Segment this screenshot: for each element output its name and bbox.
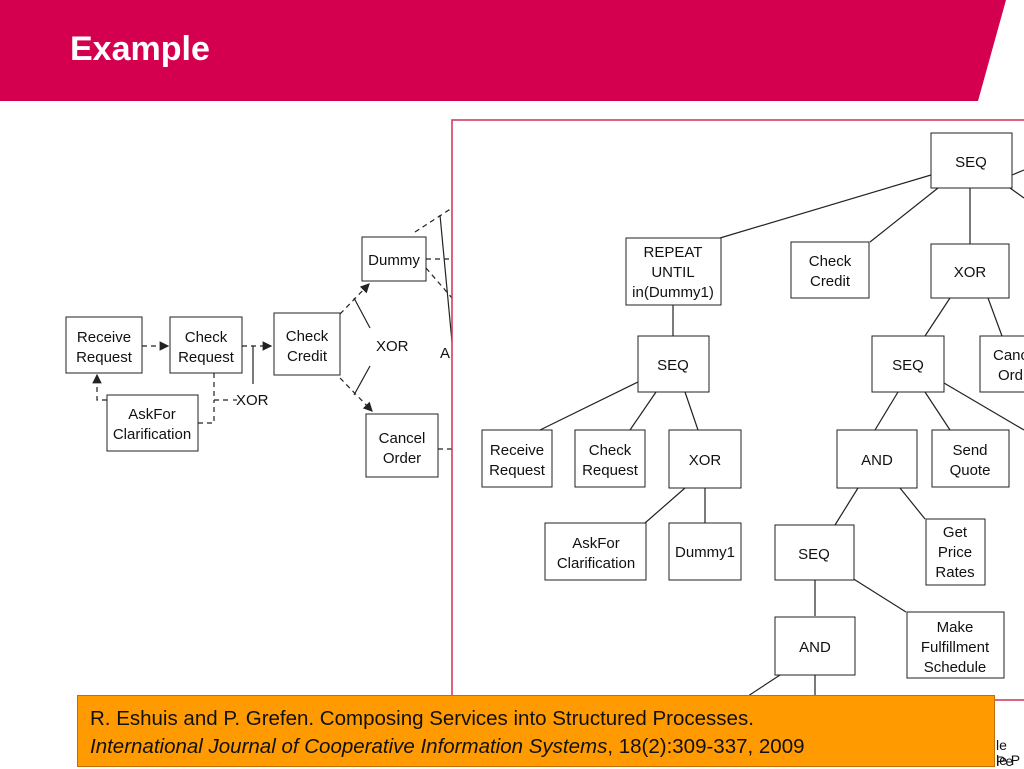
edge-askfor-receive	[92, 373, 107, 401]
tree-node-xor-left: XOR	[668, 429, 742, 489]
edge-dummy-up	[414, 207, 453, 233]
node-askfor-clarification: AskFor Clarification	[106, 394, 199, 452]
node-label: Order	[383, 450, 421, 467]
background-fragment: le P	[996, 752, 1021, 768]
node-label: XOR	[954, 264, 987, 281]
background-fragment: le Pe	[996, 737, 1014, 769]
citation-journal: International Journal of Cooperative Inf…	[90, 735, 608, 758]
node-label: AND	[799, 639, 831, 656]
node-label: Receive	[77, 329, 131, 346]
tree-node-seq-root: SEQ	[930, 132, 1013, 189]
xor-bottom-tick	[353, 365, 371, 396]
node-label: UNTIL	[651, 264, 694, 281]
node-label: Check	[185, 329, 228, 346]
node-label: in(Dummy1)	[632, 284, 714, 301]
tree-node-askfor-clarification: AskFor Clarification	[544, 522, 647, 581]
node-label: Rates	[935, 564, 974, 581]
node-label: Ord	[998, 367, 1023, 384]
tree-panel: SEQ REPEAT UNTIL in(Dummy1) Check Credit…	[451, 119, 1024, 701]
edge-checkrequest-xor	[213, 373, 232, 401]
tree-node-receive-request: Receive Request	[481, 429, 553, 488]
node-label: AND	[861, 452, 893, 469]
tree-node-dummy1: Dummy1	[668, 522, 742, 581]
xor-top-tick	[353, 297, 371, 329]
tree-node-check-credit: Check Credit	[790, 241, 870, 299]
node-label: AskFor	[128, 406, 176, 423]
node-label: Dummy1	[675, 544, 735, 561]
node-label: SEQ	[955, 154, 987, 171]
node-label: Canc	[993, 347, 1024, 364]
node-label: REPEAT	[644, 244, 703, 261]
edge-checkcredit-cancel	[339, 377, 373, 412]
node-label: Credit	[287, 348, 328, 365]
partial-label: A	[440, 345, 450, 362]
node-label: Cancel	[379, 430, 426, 447]
node-label: SEQ	[892, 357, 924, 374]
node-label: Check	[809, 253, 852, 270]
header-shape	[0, 0, 1006, 101]
citation-volume: , 18(2):309-337, 2009	[607, 735, 805, 758]
node-label: Clarification	[113, 426, 191, 443]
left-process-graph: Receive Request Check Request Check Cred…	[65, 207, 453, 478]
node-label: Request	[76, 349, 133, 366]
node-label: Send	[952, 442, 987, 459]
node-label: Dummy	[368, 252, 420, 269]
citation-box: R. Eshuis and P. Grefen. Composing Servi…	[77, 695, 995, 767]
node-check-request: Check Request	[169, 316, 243, 374]
node-label: Quote	[950, 462, 991, 479]
header-bar: Example	[0, 0, 1024, 101]
node-label: AskFor	[572, 535, 620, 552]
tree-node-seq-left: SEQ	[637, 335, 710, 393]
node-label: Request	[582, 462, 639, 479]
tree-node-check-request: Check Request	[574, 429, 646, 488]
edge-long	[439, 214, 453, 343]
node-label: XOR	[689, 452, 722, 469]
tree-node-and-mid: AND	[836, 429, 918, 489]
tree-node-cancel-order-partial: Canc Ord	[979, 335, 1024, 393]
tree-edges	[539, 169, 1024, 701]
tree-node-xor-right: XOR	[930, 243, 1010, 299]
node-label: Check	[589, 442, 632, 459]
xor-label: XOR	[376, 338, 409, 355]
citation-line-1: R. Eshuis and P. Grefen. Composing Servi…	[90, 707, 754, 730]
citation-line-2: International Journal of Cooperative Inf…	[90, 733, 982, 761]
node-label: Check	[286, 328, 329, 345]
node-label: Receive	[490, 442, 544, 459]
node-label: Make	[937, 619, 974, 636]
node-label: Request	[178, 349, 235, 366]
node-check-credit: Check Credit	[273, 312, 341, 376]
tree-node-seq-low: SEQ	[774, 524, 855, 581]
edge-dummy-down	[425, 267, 453, 299]
node-label: SEQ	[657, 357, 689, 374]
xor-label: XOR	[236, 392, 269, 409]
edge-askfor-xor	[198, 400, 215, 424]
node-label: Credit	[810, 273, 851, 290]
node-cancel-order: Cancel Order	[365, 413, 439, 478]
tree-node-and-low: AND	[774, 616, 856, 676]
node-label: Schedule	[924, 659, 987, 676]
tree-node-make-fulfillment-schedule: Make Fulfillment Schedule	[906, 611, 1005, 679]
node-receive-request: Receive Request	[65, 316, 143, 374]
node-dummy: Dummy	[361, 236, 427, 282]
tree-node-repeat-until: REPEAT UNTIL in(Dummy1)	[625, 237, 722, 306]
node-label: Fulfillment	[921, 639, 990, 656]
tree-node-seq-mid: SEQ	[871, 335, 945, 393]
node-label: Price	[938, 544, 972, 561]
tree-node-get-price-rates: Get Price Rates	[925, 518, 986, 586]
node-label: Clarification	[557, 555, 635, 572]
slide-title: Example	[70, 30, 210, 68]
tree-node-send-quote: Send Quote	[931, 429, 1010, 488]
node-label: Get	[943, 524, 968, 541]
node-label: SEQ	[798, 546, 830, 563]
node-label: Request	[489, 462, 546, 479]
